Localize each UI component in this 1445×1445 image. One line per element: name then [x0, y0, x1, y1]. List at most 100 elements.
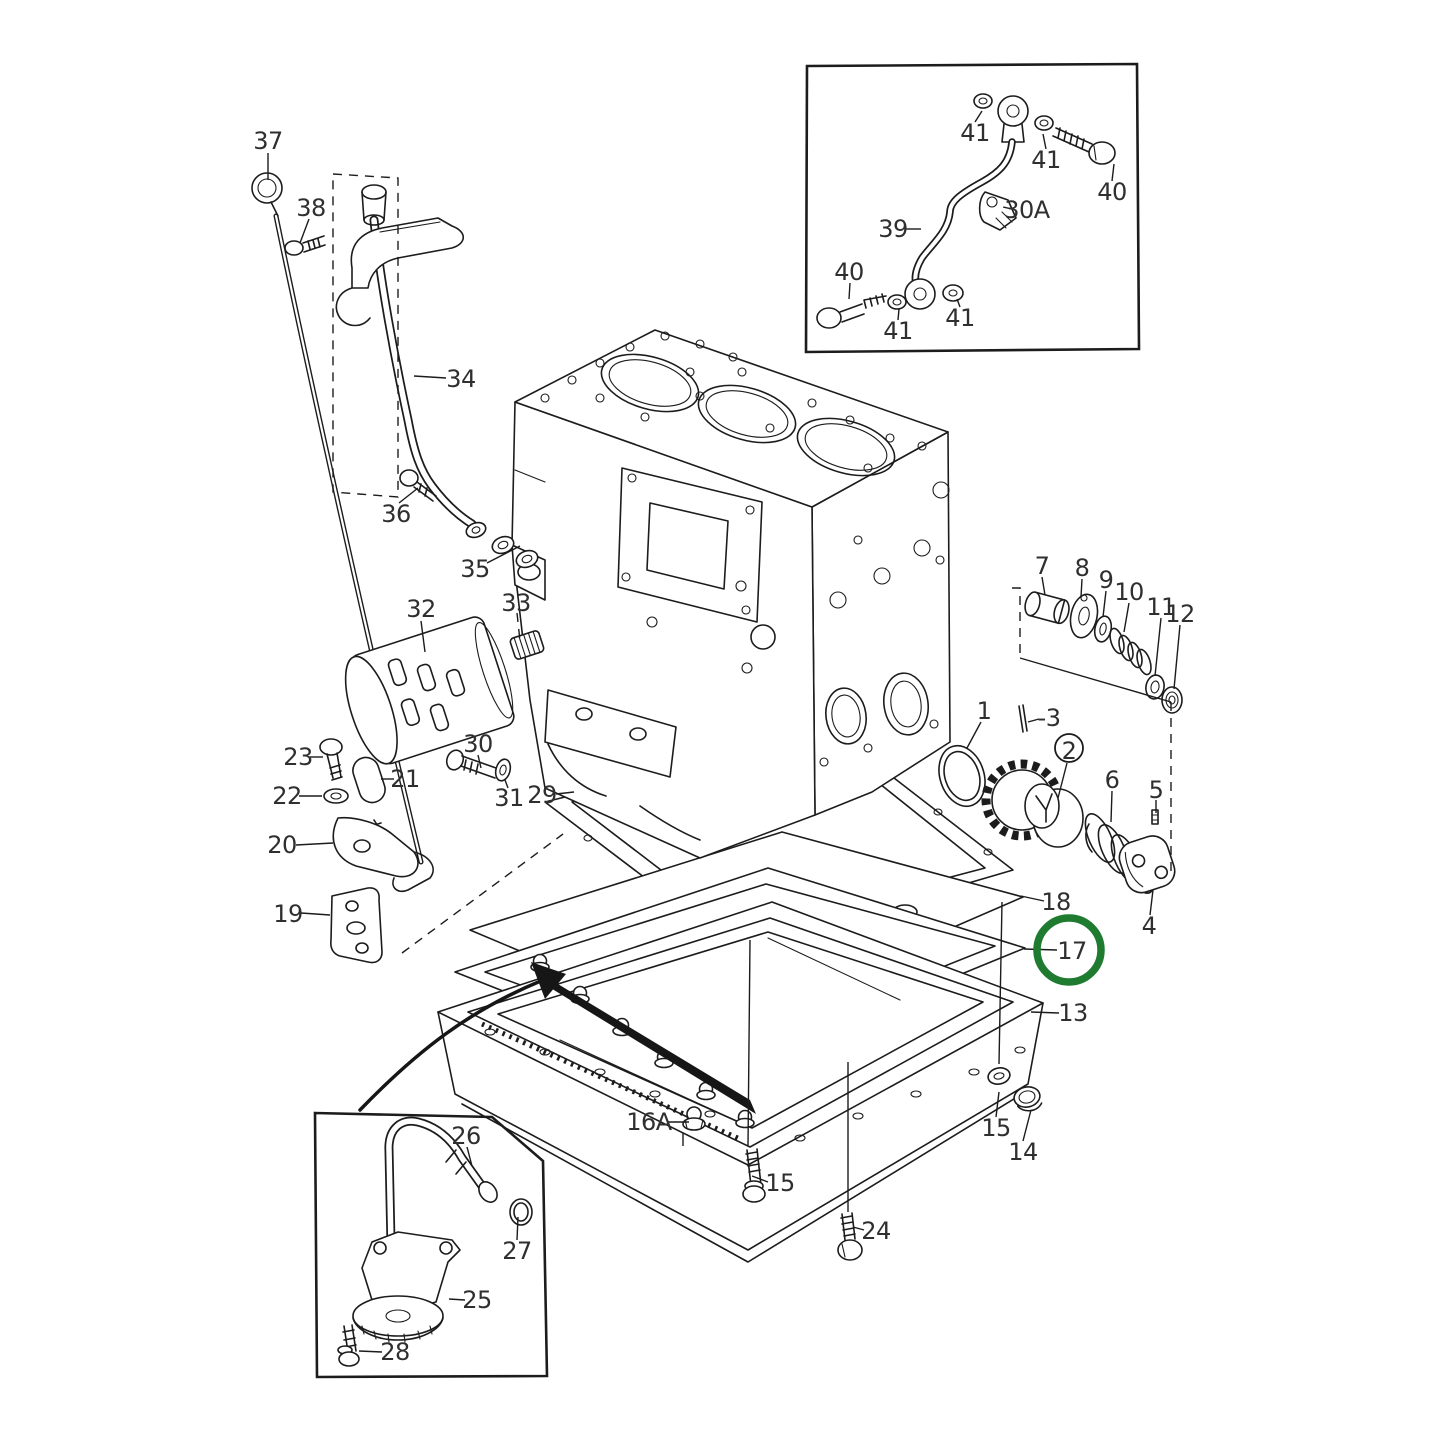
part-label-41: 41 [960, 119, 990, 147]
part-label-16A: 16A [626, 1108, 673, 1136]
part-label-1: 1 [977, 697, 992, 725]
leader-line [299, 218, 310, 244]
dashed-line [516, 612, 521, 642]
leader-line [448, 1298, 466, 1301]
part-label-35: 35 [460, 555, 490, 583]
engine-block [511, 329, 951, 859]
leader-line [1173, 624, 1181, 690]
part-label-27: 27 [502, 1237, 532, 1265]
leader-line [995, 1091, 1000, 1118]
dashed-line [332, 173, 399, 498]
leader-line [1154, 617, 1162, 677]
leader-line [897, 308, 900, 321]
circle-around-label-2 [1054, 733, 1084, 763]
oil-pickup-inset [313, 1111, 549, 1379]
dipstick-37 [251, 172, 424, 865]
leader-line [998, 901, 1003, 1065]
oil-pan-13 [437, 901, 1044, 1263]
part-label-7: 7 [1035, 552, 1050, 580]
part-label-18: 18 [1041, 888, 1071, 916]
part-label-26: 26 [451, 1122, 481, 1150]
leader-lines [267, 110, 1181, 1353]
leader-line [1022, 1109, 1032, 1142]
bolt-38 [284, 235, 326, 256]
part-label--3: -3 [1038, 704, 1061, 732]
leader-line [974, 110, 983, 123]
filter-nipple-33 [509, 630, 545, 660]
part-label-15: 15 [765, 1169, 795, 1197]
leader-line [956, 298, 961, 308]
leader-line [1111, 163, 1115, 182]
oil-pump-gear-parts [938, 704, 1176, 894]
leader-line [1020, 895, 1045, 902]
leader-line [966, 721, 982, 749]
part-label-22: 22 [272, 782, 302, 810]
dashed-line [997, 205, 1013, 210]
leader-line [466, 1146, 473, 1167]
part-label-13: 13 [1058, 999, 1088, 1027]
part-label-11: 11 [1146, 593, 1176, 621]
leader-line [413, 375, 447, 379]
leader-line [504, 779, 509, 789]
leader-line [1019, 657, 1172, 703]
leader-line [1149, 889, 1154, 916]
part-label-5: 5 [1149, 776, 1164, 804]
part-label-12: 12 [1165, 600, 1195, 628]
leader-line [420, 620, 426, 653]
bracket-parts [319, 738, 434, 964]
part-label-23: 23 [283, 743, 313, 771]
part-label-32: 32 [406, 595, 436, 623]
part-label-37: 37 [253, 127, 283, 155]
part-label-9: 9 [1099, 566, 1114, 594]
leader-line [555, 791, 575, 795]
leader-line [300, 912, 331, 916]
relief-valve-parts [1024, 591, 1183, 714]
part-label-38: 38 [296, 194, 326, 222]
bolt-30-washer-31 [445, 749, 512, 782]
part-label-39: 39 [878, 215, 908, 243]
leader-line [486, 545, 521, 564]
part-label-4: 4 [1142, 912, 1157, 940]
part-label-41: 41 [945, 304, 975, 332]
part-label-8: 8 [1075, 554, 1090, 582]
dashed-line [401, 833, 564, 954]
leader-line [516, 1216, 519, 1241]
part-label-24: 24 [861, 1217, 891, 1245]
part-label-31: 31 [494, 784, 524, 812]
part-label-29: 29 [527, 781, 557, 809]
dipstick-tube-34 [335, 184, 477, 529]
leader-line [1027, 718, 1040, 723]
part-label-28: 28 [380, 1338, 410, 1366]
leader-line [477, 754, 482, 769]
part-label-10: 10 [1114, 578, 1144, 606]
oil-line-inset [804, 62, 1141, 354]
oil-pickup-parts [337, 1116, 533, 1367]
part-label-17: 17 [1057, 937, 1087, 965]
part-label-30A: 30A [1004, 196, 1051, 224]
leader-line [848, 282, 851, 300]
part-label-40: 40 [1097, 178, 1127, 206]
dashed-line [1012, 587, 1021, 658]
part-label-33: 33 [501, 589, 531, 617]
part-label-34: 34 [446, 365, 476, 393]
bolt-36-washers-35 [399, 469, 539, 569]
bold-arrow [358, 962, 756, 1114]
part-label-14: 14 [1008, 1138, 1038, 1166]
leader-line [1042, 133, 1047, 150]
part-label-2: 2 [1062, 737, 1077, 765]
leader-line [1080, 578, 1083, 598]
leader-line [747, 939, 751, 1147]
part-label-30: 30 [463, 730, 493, 758]
oil-line-parts [816, 93, 1116, 329]
leader-line [398, 487, 419, 504]
part-label-25: 25 [462, 1286, 492, 1314]
part-label-20: 20 [267, 831, 297, 859]
part-label-40: 40 [834, 258, 864, 286]
part-label-19: 19 [273, 900, 303, 928]
leader-line [1102, 590, 1107, 618]
part-label-41: 41 [883, 317, 913, 345]
leader-line [358, 1350, 383, 1353]
